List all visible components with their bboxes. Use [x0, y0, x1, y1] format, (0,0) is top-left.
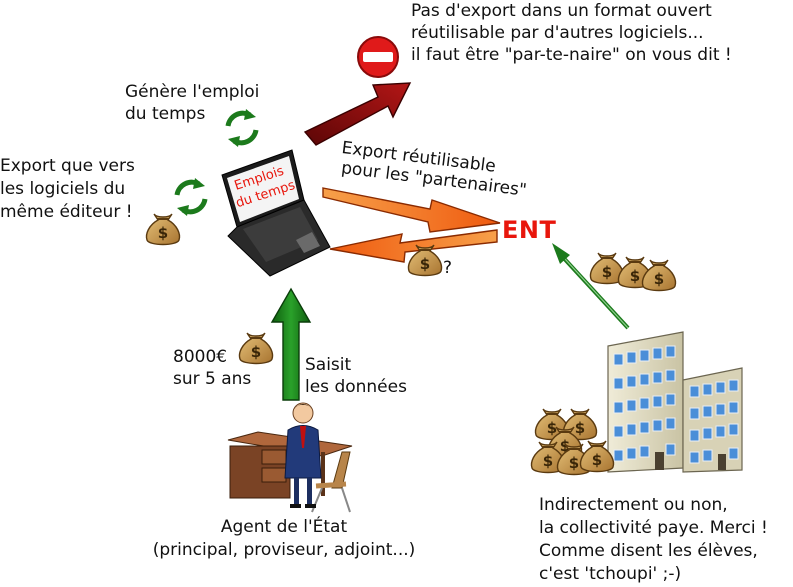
label-line: sur 5 ans [173, 369, 252, 389]
cycle-arrows-icon [177, 178, 205, 216]
arrow-building-to-ent [552, 243, 630, 330]
note-line: la collectivité paye. Merci ! [539, 518, 768, 538]
note-line: Indirectement ou non, [539, 495, 728, 515]
label-line: même éditeur ! [0, 202, 133, 222]
generate-schedule-label: Génère l'emploi du temps [125, 81, 259, 125]
label-line: Génère l'emploi [125, 82, 260, 102]
money-bag-icon [145, 213, 181, 246]
building-icon [607, 331, 743, 473]
money-bag-icon [641, 259, 677, 292]
arrow-export-partners [322, 187, 501, 233]
data-entry-label: Saisit les données [305, 354, 407, 398]
label-line: les logiciels du [0, 179, 126, 199]
arrow-no-open-export [303, 82, 412, 146]
stop-sign-icon [357, 36, 399, 78]
label-line: du temps [125, 104, 206, 124]
label-line: Saisit [305, 355, 352, 375]
cost-label: 8000€ sur 5 ans [173, 346, 251, 390]
note-line: Pas d'export dans un format ouvert [411, 1, 712, 21]
label-line: les données [305, 377, 407, 397]
no-open-export-note: Pas d'export dans un format ouvert réuti… [411, 0, 732, 66]
label-line: 8000€ [173, 347, 228, 367]
businessman-icon [284, 402, 322, 508]
laptop-icon [221, 149, 331, 277]
note-line: il faut être "par-te-naire" on vous dit … [411, 45, 732, 65]
state-agent-label: Agent de l'État (principal, proviseur, a… [136, 516, 432, 562]
label-line: Export que vers [0, 156, 135, 176]
collectivity-note: Indirectement ou non, la collectivité pa… [539, 494, 768, 586]
label-line: (principal, proviseur, adjoint...) [152, 540, 416, 560]
editor-export-label: Export que vers les logiciels du même éd… [0, 155, 135, 224]
arrow-agent-input [270, 287, 312, 401]
label-line: Agent de l'État [220, 517, 348, 537]
note-line: Comme disent les élèves, [539, 541, 758, 561]
note-line: réutilisable par d'autres logiciels... [411, 23, 704, 43]
question-mark: ? [443, 258, 453, 278]
ent-label: ENT [502, 216, 557, 244]
note-line: c'est 'tchoupi' ;-) [539, 564, 682, 584]
arrow-ent-return [329, 229, 498, 263]
